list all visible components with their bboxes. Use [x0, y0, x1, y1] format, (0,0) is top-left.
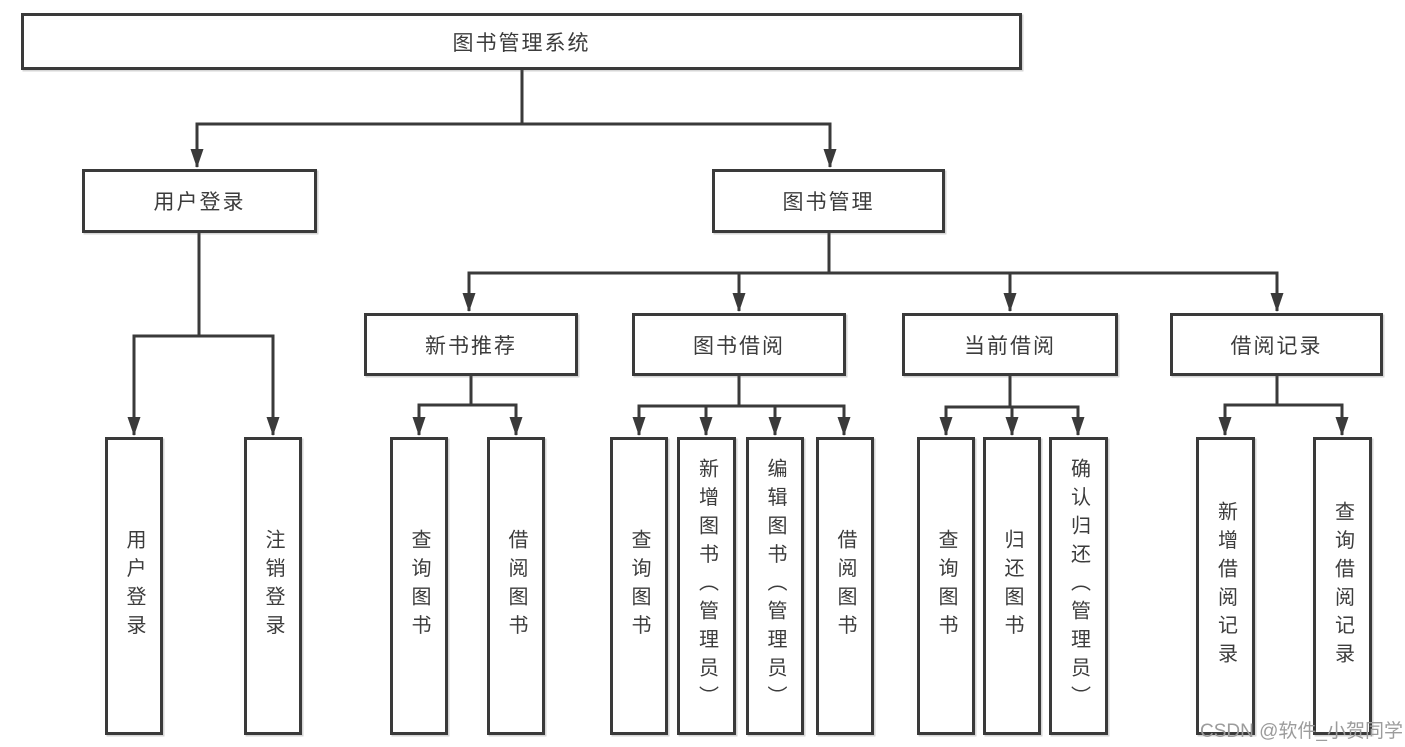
connector-user-login-children: [127, 233, 280, 436]
node-book-management: 图书管理: [712, 169, 945, 233]
leaf-return-books: 归还图书: [983, 437, 1041, 735]
leaf-edit-books-admin: 编辑图书（管理员）: [746, 437, 804, 735]
connector-new-book-recommend-children: [412, 376, 523, 436]
node-current-borrow-label: 当前借阅: [964, 334, 1056, 358]
node-user-login-label: 用户登录: [153, 191, 246, 214]
leaf-add-borrow-record: 新增借阅记录: [1196, 437, 1255, 735]
node-book-management-label: 图书管理: [782, 191, 875, 214]
connector-borrow-records-children: [1218, 376, 1349, 436]
node-borrow-records-label: 借阅记录: [1230, 334, 1323, 358]
watermark: CSDN @软件_小贺同学: [1200, 721, 1403, 742]
connector-root-to-level2: [190, 70, 837, 168]
leaf-recommend-query-books: 查询图书: [390, 437, 448, 735]
node-new-book-recommend: 新书推荐: [364, 313, 578, 376]
node-new-book-recommend-label: 新书推荐: [425, 334, 517, 358]
node-root-system: 图书管理系统: [21, 13, 1022, 70]
node-book-borrow: 图书借阅: [632, 313, 846, 376]
leaf-user-login: 用户登录: [105, 437, 163, 735]
node-book-borrow-label: 图书借阅: [693, 334, 785, 358]
node-borrow-records: 借阅记录: [1170, 313, 1383, 376]
leaf-borrow-query-books: 查询图书: [610, 437, 668, 735]
node-current-borrow: 当前借阅: [902, 313, 1118, 376]
connector-book-management-children: [462, 233, 1284, 312]
connector-current-borrow-children: [939, 376, 1085, 436]
leaf-query-borrow-record: 查询借阅记录: [1313, 437, 1372, 735]
leaf-borrow-borrow-books: 借阅图书: [816, 437, 874, 735]
node-user-login: 用户登录: [82, 169, 317, 233]
leaf-logout: 注销登录: [244, 437, 302, 735]
leaf-confirm-return-admin: 确认归还（管理员）: [1049, 437, 1108, 735]
node-root-label: 图书管理系统: [452, 31, 591, 55]
leaf-add-books-admin: 新增图书（管理员）: [677, 437, 736, 735]
leaf-recommend-borrow-books: 借阅图书: [487, 437, 545, 735]
connector-book-borrow-children: [632, 376, 851, 436]
leaf-current-query-books: 查询图书: [917, 437, 975, 735]
